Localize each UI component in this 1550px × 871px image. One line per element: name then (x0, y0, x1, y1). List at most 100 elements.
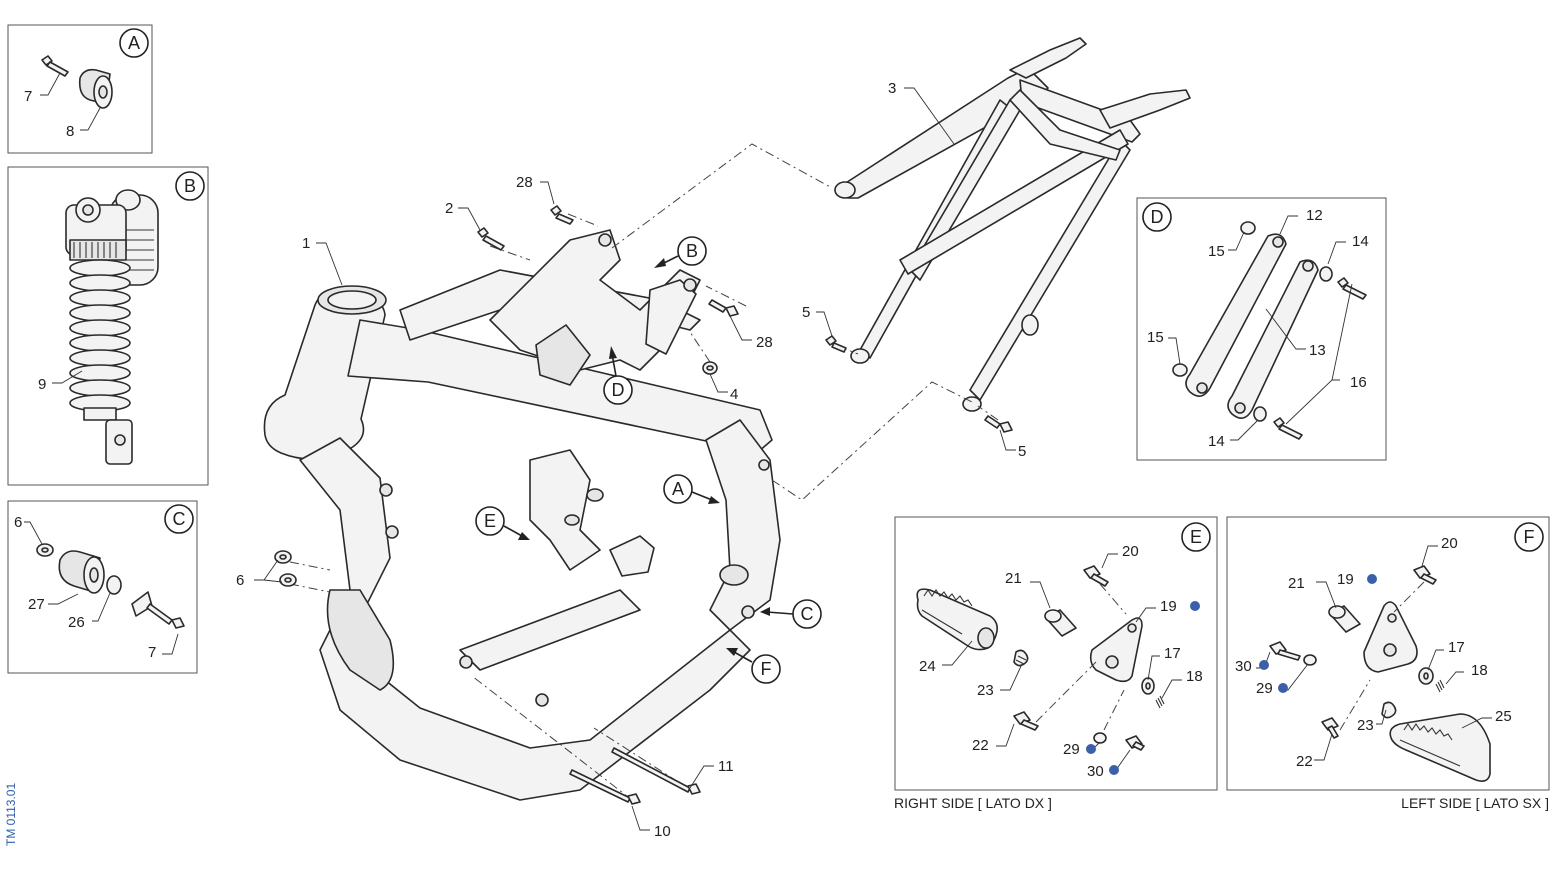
subframe-3 (834, 37, 1191, 412)
callout-22-f: 22 (1296, 753, 1313, 770)
bolt-11 (611, 747, 701, 795)
callout-14-top: 14 (1352, 233, 1369, 250)
callout-15-bottom: 15 (1147, 329, 1164, 346)
detail-box-d: D 15 12 14 15 (1136, 197, 1387, 461)
pointer-e: E (475, 506, 530, 540)
footpeg-25 (1389, 713, 1491, 782)
spring-coils (69, 259, 131, 412)
bolt-20-e (1083, 565, 1109, 587)
callout-4: 4 (730, 386, 738, 403)
callout-26: 26 (68, 614, 85, 631)
bolt-30-f (1269, 641, 1301, 661)
callout-21-f: 21 (1288, 575, 1305, 592)
bolt-30-e (1125, 735, 1145, 751)
spring-18-f (1435, 679, 1445, 693)
marker-dot-29-f (1278, 683, 1288, 693)
nut-4 (702, 361, 718, 375)
reference-code: TM 0113.01 (4, 783, 18, 846)
marker-dot-29-e (1086, 744, 1096, 754)
pin-21-e (1044, 609, 1077, 637)
bolt-16-top (1337, 277, 1367, 300)
callout-11: 11 (718, 758, 734, 775)
detail-letter-e: E (1190, 527, 1202, 547)
callout-18-f: 18 (1471, 662, 1488, 679)
marker-dot-30-e (1109, 765, 1119, 775)
main-frame-1 (263, 229, 781, 801)
bolt-22-e (1013, 711, 1039, 731)
detail-letter-c: C (173, 509, 186, 529)
callout-28-top: 28 (516, 174, 533, 191)
detail-letter-b: B (184, 176, 196, 196)
callout-17-e: 17 (1164, 645, 1181, 662)
callout-30-f: 30 (1235, 658, 1252, 675)
bolt-28-top (550, 205, 574, 225)
bolt-28-right (708, 299, 739, 317)
pointer-b: B (654, 236, 707, 268)
callout-12: 12 (1306, 207, 1323, 224)
callout-19-f: 19 (1337, 571, 1354, 588)
callout-20-f: 20 (1441, 535, 1458, 552)
callout-5-bottom: 5 (1018, 443, 1026, 460)
footpeg-24 (916, 588, 998, 651)
pointer-d: D (603, 346, 633, 405)
bolt-10 (569, 769, 641, 805)
callout-6: 6 (236, 572, 244, 589)
callout-14-bottom: 14 (1208, 433, 1225, 450)
pointer-letter-b: B (686, 241, 698, 261)
bracket-19-f (1363, 601, 1418, 673)
detail-letter-a: A (128, 33, 140, 53)
marker-dot-30-f (1259, 660, 1269, 670)
nut-29-f (1303, 654, 1317, 666)
callout-9: 9 (38, 376, 46, 393)
bolt-7-c (146, 603, 185, 629)
detail-letter-d: D (1151, 207, 1164, 227)
detail-letter-f: F (1524, 527, 1535, 547)
callout-21-e: 21 (1005, 570, 1022, 587)
right-side-label: RIGHT SIDE [ LATO DX ] (894, 795, 1052, 811)
left-side-label: LEFT SIDE [ LATO SX ] (1401, 795, 1549, 811)
pointer-letter-a: A (672, 479, 684, 499)
marker-dot-19-f (1367, 574, 1377, 584)
bolt-7-a (41, 55, 69, 77)
link-13 (1227, 259, 1319, 419)
spring-23-e (1013, 649, 1029, 667)
spring-23-f (1381, 701, 1397, 719)
callout-1: 1 (302, 235, 310, 252)
nuts-6 (274, 550, 297, 587)
spacer-27 (58, 550, 105, 594)
pointer-letter-d: D (612, 380, 625, 400)
detail-box-b: B (7, 166, 209, 486)
nut-29-e (1093, 732, 1107, 744)
callout-18-e: 18 (1186, 668, 1203, 685)
bolt-5-top (825, 335, 847, 353)
pointer-f: F (726, 648, 781, 684)
pointer-letter-c: C (801, 604, 814, 624)
callout-5-top: 5 (802, 304, 810, 321)
callout-28-right: 28 (756, 334, 773, 351)
callout-23-f: 23 (1357, 717, 1374, 734)
bushing-26 (106, 575, 122, 595)
link-12 (1185, 233, 1287, 397)
detail-box-c: C 6 27 26 7 (7, 500, 198, 674)
callout-13: 13 (1309, 342, 1326, 359)
callout-10: 10 (654, 823, 671, 840)
main-leaders (254, 87, 1016, 831)
pointer-letter-f: F (761, 659, 772, 679)
bolt-22-f (1321, 717, 1339, 739)
bolt-20-f (1413, 565, 1437, 585)
pointer-a: A (663, 474, 720, 504)
pointer-letter-e: E (484, 511, 496, 531)
bolt-2 (477, 227, 505, 251)
pointer-c: C (760, 599, 822, 629)
callout-2: 2 (445, 200, 453, 217)
callout-25: 25 (1495, 708, 1512, 725)
pin-21-f (1328, 605, 1361, 633)
spacer-8 (78, 68, 113, 109)
bracket-19-e (1089, 617, 1143, 683)
callout-23-e: 23 (977, 682, 994, 699)
callout-29-f: 29 (1256, 680, 1273, 697)
callout-17-f: 17 (1448, 639, 1465, 656)
nut-6-c (36, 543, 54, 557)
marker-dot-19-e (1190, 601, 1200, 611)
